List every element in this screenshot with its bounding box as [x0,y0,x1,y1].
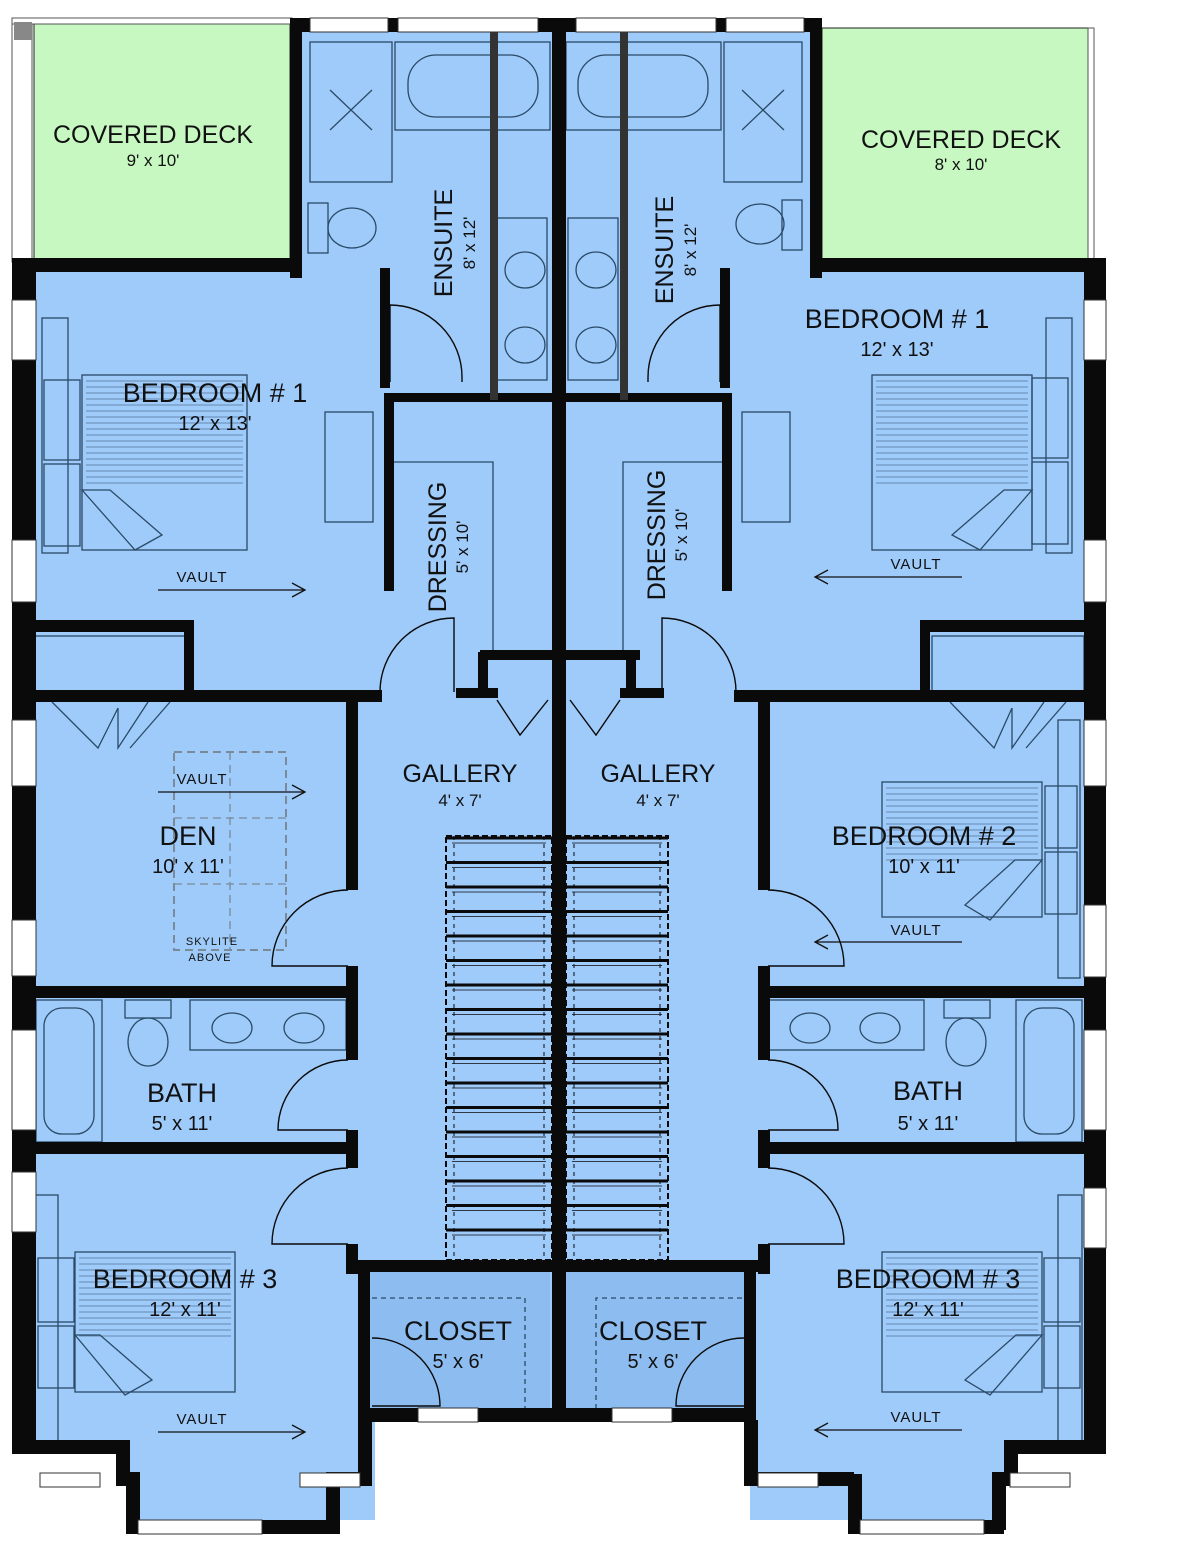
right-deck-name: COVERED DECK [861,126,1061,154]
left-ensuite-shower [309,41,393,183]
right-covered-deck-floor [821,27,1093,261]
left-closet-floor [370,1270,550,1410]
right-ensuite-tub-basin [577,54,709,118]
right-ensuite-dim: 8' x 12' [681,224,700,277]
right-deck-dim: 8' x 10' [935,155,988,174]
right-closet-shelf [595,1297,742,1410]
left-covered-deck-floor [33,21,291,261]
left-bedroom1-vault-arrow [158,582,307,598]
left-gallery-dim: 4' x 7' [438,791,481,810]
right-bedroom2-vault: VAULT [890,922,941,939]
left-ensuite-toilet-tank [307,202,329,254]
left-bedroom3-door [271,1167,349,1245]
left-closet-shelf [372,1297,526,1410]
den-name: DEN [159,821,216,851]
right-bedroom1-vault-arrow [813,569,962,585]
left-bedroom1-bed [41,317,374,554]
left-bedroom1-vault: VAULT [176,569,227,586]
windows [11,17,1107,1535]
left-closet-name: CLOSET [404,1316,512,1346]
right-bedroom1-vault: VAULT [890,556,941,573]
right-dressing-name: DRESSING [643,470,671,601]
right-bedroom1-dim: 12' x 13' [860,339,933,361]
left-ensuite-name: ENSUITE [430,189,458,297]
vault-arrows [158,569,962,1440]
right-ensuite-name: ENSUITE [651,196,679,304]
left-ensuite-tub-basin [407,54,539,118]
right-shower-drain [741,89,785,131]
right-bedroom1-bed [741,317,1073,554]
right-gallery-closet-door [569,699,621,737]
right-bedroom3-dim: 12' x 11' [892,1299,964,1321]
den-dim: 10' x 11' [152,856,224,878]
left-bedroom3-vault: VAULT [176,1411,227,1428]
right-ensuite-sink-1 [575,251,617,289]
right-bedroom2-door [767,889,845,967]
left-ensuite-sink-2 [504,326,546,364]
left-bath-door [277,1059,349,1131]
right-ensuite-toilet-tank [781,199,803,251]
left-shower-drain [329,89,373,131]
right-dressing-dim: 5' x 10' [672,509,691,562]
right-bath-name: BATH [893,1076,963,1106]
fixtures [33,41,1085,1446]
door-swings [271,304,845,1407]
right-bedroom2-dim: 10' x 11' [888,856,960,878]
left-dressing-name: DRESSING [424,482,452,613]
den-skylite-line1: SKYLITE [186,936,238,948]
right-gallery-name: GALLERY [601,760,716,788]
den-skylite-line2: ABOVE [189,952,232,964]
den-vault-arrow [158,784,307,800]
left-dressing-dim: 5' x 10' [453,521,472,574]
left-bedroom1-name: BEDROOM # 1 [123,378,308,408]
right-gallery-dim: 4' x 7' [636,791,679,810]
left-ensuite-sink-1 [504,251,546,289]
den-door [271,889,349,967]
right-bedroom2-name: BEDROOM # 2 [832,821,1017,851]
left-bedroom3-dim: 12' x 11' [149,1299,221,1321]
left-bath-dim: 5' x 11' [152,1113,213,1135]
right-bedroom3-door [767,1167,845,1245]
left-closet-dim: 5' x 6' [433,1351,484,1373]
left-wardrobe-doors [51,701,171,751]
right-closet-door [675,1337,745,1407]
right-bedroom3-vault: VAULT [890,1409,941,1426]
right-closet-name: CLOSET [599,1316,707,1346]
right-bedroom3-vault-arrow [813,1422,962,1438]
left-bedroom3-name: BEDROOM # 3 [93,1264,278,1294]
left-ensuite-tub [394,41,551,131]
room-labels: COVERED DECK 9' x 10' COVERED DECK 8' x … [53,121,1061,1428]
right-closet-dim: 5' x 6' [628,1351,679,1373]
right-bedroom2-vault-arrow [813,934,962,950]
right-bath-door [767,1059,839,1131]
right-bath-dim: 5' x 11' [898,1113,959,1135]
right-ensuite-toilet [735,203,785,245]
den-skylight-divisions [174,752,286,950]
right-ensuite-vanity [567,217,619,381]
left-dressing-shelf [393,461,494,652]
right-bedroom3-name: BEDROOM # 3 [836,1264,1021,1294]
left-deck-dim: 9' x 10' [127,151,180,170]
den-vault: VAULT [176,771,227,788]
right-wardrobe-doors [949,701,1067,751]
right-dressing-door [661,617,737,693]
left-dressing-door [379,617,455,693]
left-closet-door [371,1337,441,1407]
left-bedroom3-vault-arrow [158,1424,307,1440]
left-gallery-name: GALLERY [403,760,518,788]
right-ensuite-shower [723,41,803,183]
left-gallery-closet-door [496,699,549,737]
left-ensuite-dim: 8' x 12' [460,217,479,270]
right-ensuite-sink-2 [575,326,617,364]
left-bath-name: BATH [147,1078,217,1108]
right-bedroom1-name: BEDROOM # 1 [805,304,990,334]
left-bedroom1-dim: 12' x 13' [178,413,251,435]
right-dressing-shelf [622,461,722,652]
left-deck-name: COVERED DECK [53,121,253,149]
stairs [445,835,669,1261]
